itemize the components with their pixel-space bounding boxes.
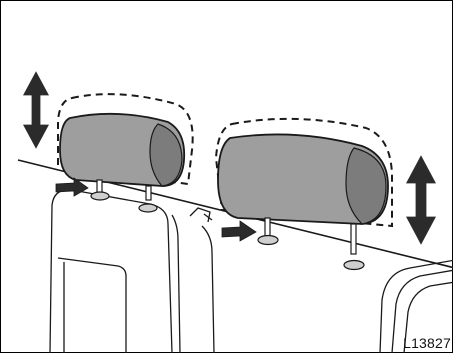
headrest-left-stay-base bbox=[139, 204, 157, 212]
headrest-left-lock-button bbox=[91, 192, 109, 200]
headrest-left-stay-2 bbox=[146, 186, 151, 200]
headrest-right-lock-button bbox=[258, 236, 278, 245]
headrest-right bbox=[216, 119, 392, 270]
figure-code: L13827 bbox=[403, 335, 451, 351]
headrest-left bbox=[58, 94, 193, 212]
headrest-right-stay-base bbox=[344, 261, 364, 270]
up-down-arrow-icon bbox=[405, 154, 437, 246]
headrest-right-stay-2 bbox=[351, 224, 356, 254]
headrest-right-stay-1 bbox=[265, 218, 270, 236]
seatback-outline-left bbox=[50, 190, 180, 353]
up-down-arrow-icon bbox=[22, 70, 50, 150]
release-arrow-icon bbox=[222, 221, 256, 241]
seatback-outline-center bbox=[190, 208, 214, 353]
